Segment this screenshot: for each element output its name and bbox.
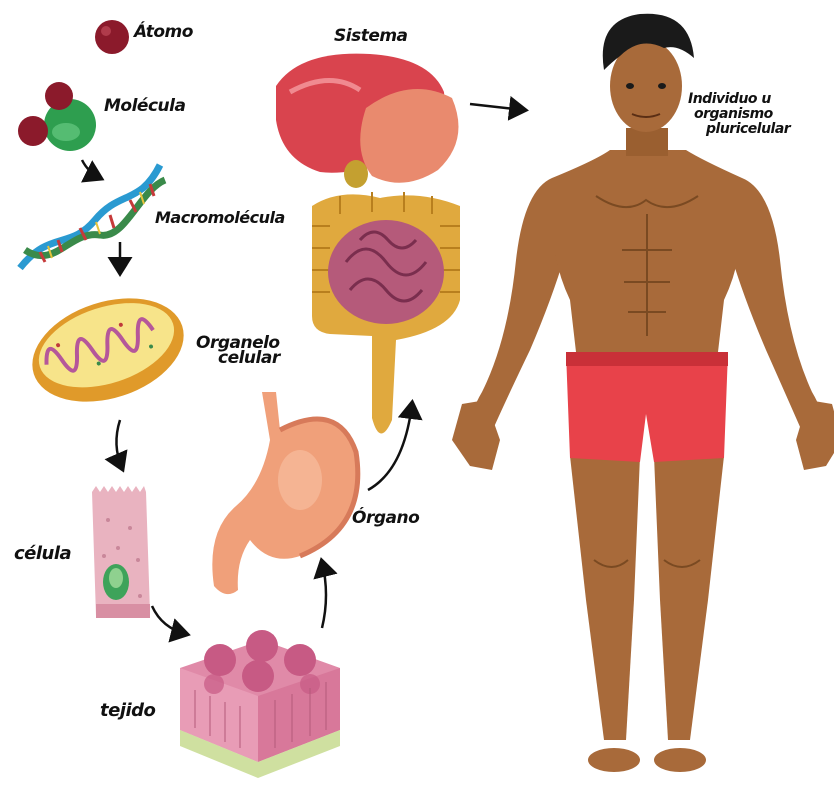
label-individuo-line2: organismo: [688, 107, 790, 122]
label-celula: célula: [14, 543, 71, 564]
label-organelo-celular: Organelo celular: [196, 336, 280, 366]
label-sistema: Sistema: [334, 26, 408, 46]
label-individuo-line1: Individuo u: [688, 92, 790, 107]
label-individuo: Individuo u organismo pluricelular: [688, 92, 790, 137]
label-molecula: Molécula: [104, 96, 185, 116]
arrow-tissue-to-organ: [322, 562, 326, 628]
arrow-molecule-to-dna: [82, 160, 100, 178]
label-organelo-line2: celular: [196, 351, 280, 366]
tissue-icon: [180, 630, 340, 778]
arrow-cell-to-tissue: [152, 606, 186, 634]
dna-icon: [20, 165, 165, 268]
atom-icon: [95, 20, 129, 54]
mitochondrion-icon: [19, 280, 197, 420]
molecule-icon: [18, 82, 96, 151]
label-tejido: tejido: [100, 700, 155, 721]
cell-icon: [92, 486, 150, 618]
arrow-system-to-individual: [470, 104, 524, 110]
label-macromolecula: Macromolécula: [155, 208, 285, 227]
label-organo: Órgano: [352, 508, 419, 528]
arrow-organelle-to-cell: [116, 420, 122, 468]
label-individuo-line3: pluricelular: [688, 122, 790, 137]
label-atomo: Átomo: [134, 22, 193, 42]
digestive-system-icon: [276, 54, 460, 434]
stomach-icon: [212, 392, 357, 594]
